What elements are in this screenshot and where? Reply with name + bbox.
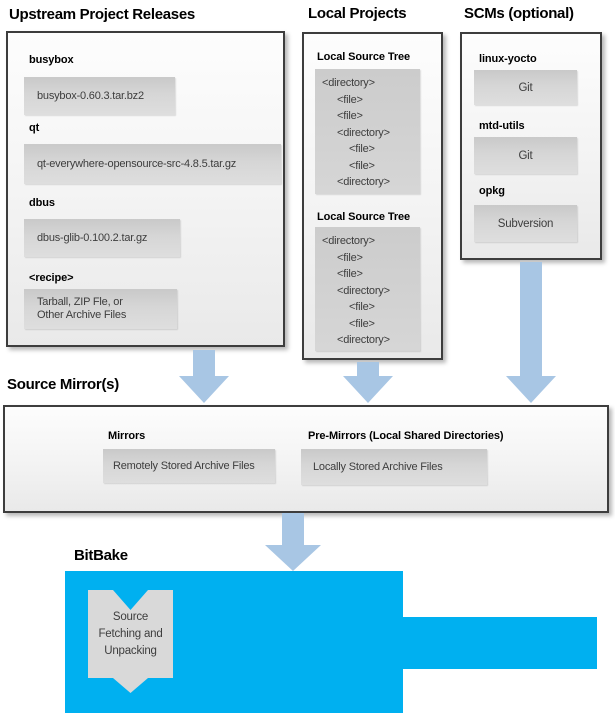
mirror-storage-text: Remotely Stored Archive Files <box>113 460 255 472</box>
tree-line: <directory> <box>337 334 390 346</box>
tree-line: <directory> <box>337 126 390 139</box>
item-label: opkg <box>479 185 505 197</box>
scm-type: Subversion <box>497 217 554 230</box>
mirror-storage-box: Locally Stored Archive Files <box>301 449 487 485</box>
tree-line: <file> <box>337 93 363 106</box>
local-projects-section-title: Local Projects <box>308 5 407 22</box>
item-label: Local Source Tree <box>317 211 411 223</box>
local-projects-panel: Local Source Tree <directory> <file> <fi… <box>302 32 443 360</box>
archive-file-box: busybox-0.60.3.tar.bz2 <box>24 77 175 115</box>
tree-line: <directory> <box>337 176 390 188</box>
source-tree-box: <directory> <file> <file> <directory> <f… <box>315 227 420 351</box>
process-step-ribbon-icon <box>88 590 173 693</box>
item-label: linux-yocto <box>479 53 537 65</box>
item-label: mtd-utils <box>479 120 525 132</box>
archive-file-name: dbus-glib-0.100.2.tar.gz <box>37 232 148 244</box>
scms-to-mirrors-arrow-down-icon <box>506 262 556 403</box>
tree-line: <file> <box>337 110 363 122</box>
archive-file-name: busybox-0.60.3.tar.bz2 <box>37 90 144 102</box>
source-mirrors-panel: Mirrors Remotely Stored Archive Files Pr… <box>3 405 609 513</box>
archive-file-name: qt-everywhere-opensource-src-4.8.5.tar.g… <box>37 158 237 170</box>
archive-file-name-line: Tarball, ZIP Fle, or <box>37 296 123 308</box>
tree-line: <file> <box>337 268 363 280</box>
tree-line: <file> <box>349 301 375 313</box>
tree-line: <file> <box>337 251 363 264</box>
upstream-panel: busybox busybox-0.60.3.tar.bz2 qt qt-eve… <box>6 31 285 347</box>
process-step-label: Source Fetching and Unpacking <box>88 609 173 660</box>
item-label: <recipe> <box>29 272 74 284</box>
item-label: busybox <box>29 54 74 66</box>
scms-panel: linux-yocto Git mtd-utils Git opkg Subve… <box>460 32 602 260</box>
bitbake-section-title: BitBake <box>74 547 128 564</box>
bitbake-output-bar <box>403 617 597 669</box>
scm-type-box: Subversion <box>474 205 577 242</box>
tree-line: <directory> <box>322 77 375 89</box>
item-label: Mirrors <box>108 430 146 442</box>
tree-line: <directory> <box>322 235 375 247</box>
scm-type-box: Git <box>474 70 577 105</box>
item-label: dbus <box>29 197 55 209</box>
process-step-line: Fetching and <box>98 628 163 640</box>
mirror-storage-text: Locally Stored Archive Files <box>313 461 443 473</box>
archive-file-name-line: Other Archive Files <box>37 309 127 321</box>
upstream-to-mirrors-arrow-down-icon <box>179 350 229 403</box>
item-label: qt <box>29 122 40 134</box>
source-tree-box: <directory> <file> <file> <directory> <f… <box>315 69 420 194</box>
archive-file-box: qt-everywhere-opensource-src-4.8.5.tar.g… <box>24 144 281 184</box>
source-mirrors-section-title: Source Mirror(s) <box>7 376 119 393</box>
item-label: Local Source Tree <box>317 51 411 63</box>
mirrors-to-bitbake-arrow-down-icon <box>265 513 321 571</box>
archive-file-box: Tarball, ZIP Fle, or Other Archive Files <box>24 289 177 329</box>
process-step-line: Source <box>112 611 149 623</box>
tree-line: <file> <box>349 143 375 155</box>
mirror-storage-box: Remotely Stored Archive Files <box>103 449 275 483</box>
process-step-line: Unpacking <box>104 645 157 657</box>
archive-file-box: dbus-glib-0.100.2.tar.gz <box>24 219 180 257</box>
tree-line: <directory> <box>337 284 390 297</box>
tree-line: <file> <box>349 317 375 330</box>
scm-type-box: Git <box>474 137 577 174</box>
tree-line: <file> <box>349 159 375 172</box>
local-to-mirrors-arrow-down-icon <box>343 362 393 403</box>
scm-type: Git <box>518 149 533 162</box>
item-label: Pre-Mirrors (Local Shared Directories) <box>308 430 504 442</box>
upstream-section-title: Upstream Project Releases <box>9 6 195 23</box>
scms-section-title: SCMs (optional) <box>464 5 574 22</box>
scm-type: Git <box>518 81 533 94</box>
